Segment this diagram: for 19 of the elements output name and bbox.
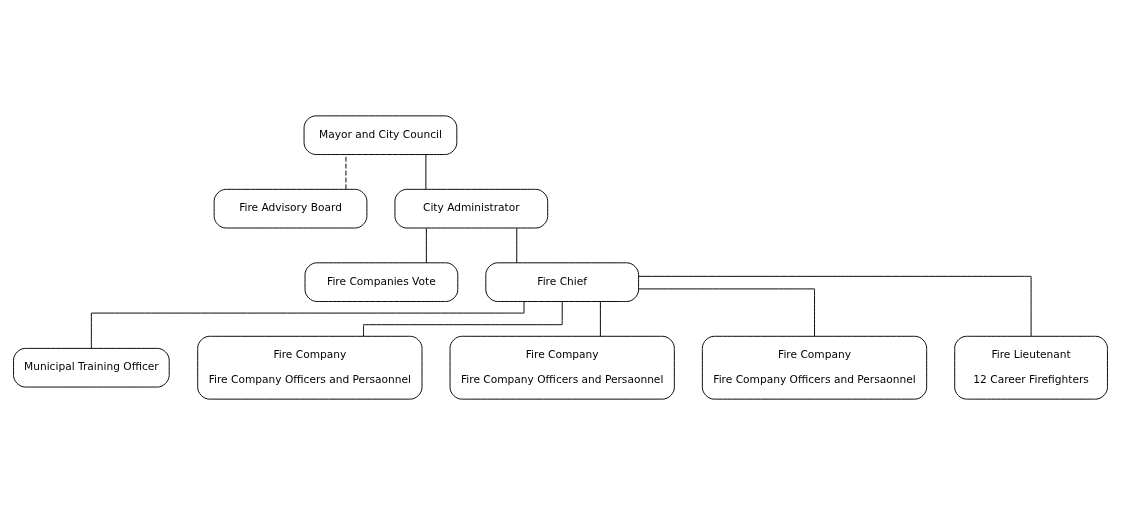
connector bbox=[425, 227, 427, 264]
node-box: Fire Lieutenant 12 Career Firefighters bbox=[954, 335, 1108, 400]
node-box: City Administrator bbox=[394, 188, 549, 229]
node-box: Fire Company Fire Company Officers and Persaonnel bbox=[449, 335, 675, 400]
connector bbox=[638, 275, 1032, 337]
connector bbox=[638, 288, 815, 337]
connector bbox=[345, 154, 347, 190]
connector bbox=[363, 301, 563, 337]
connector bbox=[425, 154, 427, 190]
connector bbox=[599, 301, 601, 337]
node-box: Fire Company Fire Company Officers and Persaonnel bbox=[701, 335, 928, 400]
node-box: Fire Company Fire Company Officers and Persaonnel bbox=[197, 335, 423, 400]
node-box: Fire Chief bbox=[485, 262, 640, 302]
node-box: Mayor and City Council bbox=[303, 115, 458, 156]
connector bbox=[90, 301, 525, 349]
node-box: Fire Companies Vote bbox=[304, 262, 459, 302]
node-box: Municipal Training Officer bbox=[13, 347, 170, 388]
connector bbox=[516, 227, 518, 264]
node-box: Fire Advisory Board bbox=[213, 188, 368, 229]
